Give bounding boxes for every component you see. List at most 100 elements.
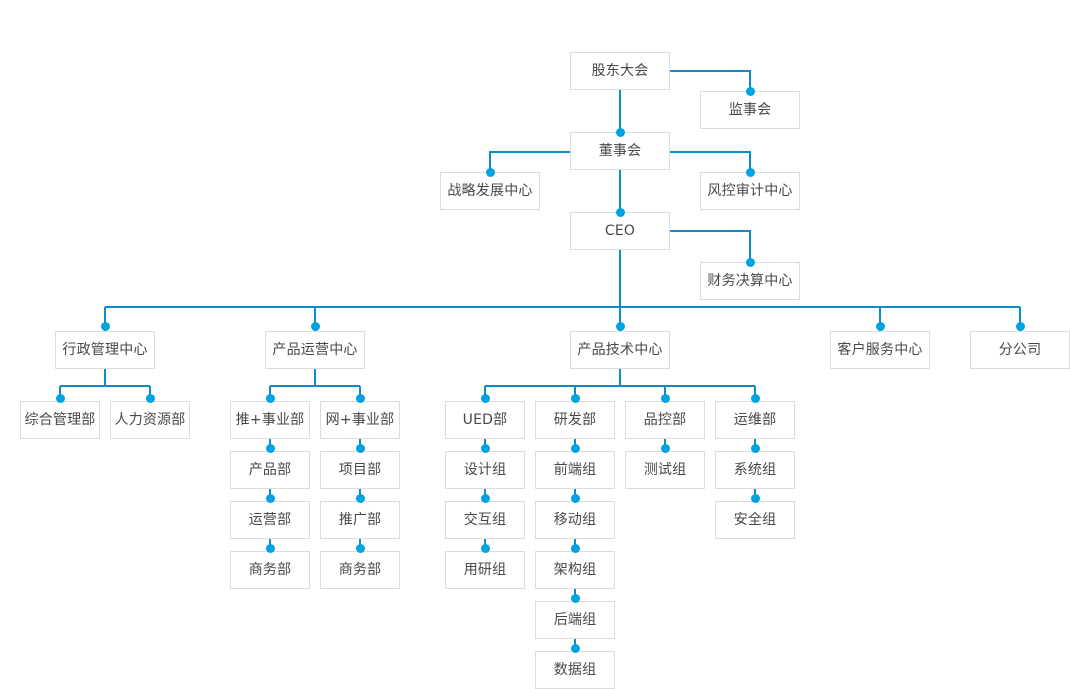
org-node-label: 交互组 xyxy=(463,512,507,528)
org-node[interactable]: 股东大会 xyxy=(570,52,670,90)
org-node[interactable]: 财务决算中心 xyxy=(700,262,800,300)
org-node[interactable]: 人力资源部 xyxy=(110,401,190,439)
org-node[interactable]: UED部 xyxy=(445,401,525,439)
connector-dot xyxy=(750,493,760,503)
org-node-label: 股东大会 xyxy=(591,63,649,79)
org-node[interactable]: 董事会 xyxy=(570,132,670,170)
connector-dot xyxy=(355,443,365,453)
org-node[interactable]: 后端组 xyxy=(535,601,615,639)
org-node-label: 产品部 xyxy=(248,462,292,478)
org-node[interactable]: 用研组 xyxy=(445,551,525,589)
org-node-label: 品控部 xyxy=(643,412,687,428)
org-node-label: 财务决算中心 xyxy=(707,273,793,289)
connector-path xyxy=(489,151,570,172)
org-node-label: 产品技术中心 xyxy=(577,342,663,358)
connector-dot xyxy=(745,257,755,267)
org-node-label: 架构组 xyxy=(553,562,597,578)
org-node-label: 风控审计中心 xyxy=(707,183,793,199)
org-node-label: 前端组 xyxy=(553,462,597,478)
connector-dot xyxy=(480,493,490,503)
connector-dot xyxy=(570,493,580,503)
connector-dot xyxy=(355,543,365,553)
org-node-label: 客户服务中心 xyxy=(837,342,923,358)
org-node-label: 商务部 xyxy=(338,562,382,578)
org-node[interactable]: 移动组 xyxy=(535,501,615,539)
connector-dot xyxy=(265,393,275,403)
connector-dot xyxy=(265,493,275,503)
connector-dot xyxy=(355,493,365,503)
org-node[interactable]: 数据组 xyxy=(535,651,615,689)
connector-dot xyxy=(875,321,885,331)
connector-dot xyxy=(615,321,625,331)
org-node[interactable]: 综合管理部 xyxy=(20,401,100,439)
connector-dot xyxy=(570,393,580,403)
org-node[interactable]: 前端组 xyxy=(535,451,615,489)
org-node[interactable]: 项目部 xyxy=(320,451,400,489)
connector-dot xyxy=(1015,321,1025,331)
org-node-label: 数据组 xyxy=(553,662,597,678)
org-node-label: 测试组 xyxy=(643,462,687,478)
org-node[interactable]: 产品部 xyxy=(230,451,310,489)
connector-dot xyxy=(480,543,490,553)
org-node[interactable]: 分公司 xyxy=(970,331,1070,369)
org-node-label: 网+事业部 xyxy=(325,412,395,428)
org-node[interactable]: 品控部 xyxy=(625,401,705,439)
org-node-label: 移动组 xyxy=(553,512,597,528)
org-node[interactable]: 商务部 xyxy=(230,551,310,589)
org-node[interactable]: 设计组 xyxy=(445,451,525,489)
org-node[interactable]: 架构组 xyxy=(535,551,615,589)
org-node-label: 人力资源部 xyxy=(114,412,186,428)
connector-dot xyxy=(570,543,580,553)
org-node[interactable]: 风控审计中心 xyxy=(700,172,800,210)
org-node[interactable]: 研发部 xyxy=(535,401,615,439)
org-node[interactable]: 客户服务中心 xyxy=(830,331,930,369)
connector-path xyxy=(670,151,751,172)
org-node[interactable]: 监事会 xyxy=(700,91,800,129)
org-node-label: 监事会 xyxy=(728,102,772,118)
org-node-label: 综合管理部 xyxy=(24,412,96,428)
org-node[interactable]: 行政管理中心 xyxy=(55,331,155,369)
connector-dot xyxy=(355,393,365,403)
org-node[interactable]: 运维部 xyxy=(715,401,795,439)
org-node[interactable]: 推+事业部 xyxy=(230,401,310,439)
org-node-label: CEO xyxy=(604,223,636,239)
org-node-label: 分公司 xyxy=(998,342,1042,358)
org-node-label: 系统组 xyxy=(733,462,777,478)
org-node[interactable]: 商务部 xyxy=(320,551,400,589)
org-node-label: 后端组 xyxy=(553,612,597,628)
connector-dot xyxy=(570,643,580,653)
org-node[interactable]: 推广部 xyxy=(320,501,400,539)
org-node[interactable]: 系统组 xyxy=(715,451,795,489)
connector-dot xyxy=(615,127,625,137)
org-node-label: 运维部 xyxy=(733,412,777,428)
org-node-label: 用研组 xyxy=(463,562,507,578)
org-node-label: UED部 xyxy=(462,412,508,428)
org-node-label: 运营部 xyxy=(248,512,292,528)
org-node[interactable]: 交互组 xyxy=(445,501,525,539)
connector-dot xyxy=(570,593,580,603)
connector-path xyxy=(670,70,751,91)
connector-dot xyxy=(485,167,495,177)
org-node-label: 推广部 xyxy=(338,512,382,528)
connector-dot xyxy=(480,393,490,403)
org-node[interactable]: 产品技术中心 xyxy=(570,331,670,369)
org-node[interactable]: CEO xyxy=(570,212,670,250)
org-node-label: 董事会 xyxy=(598,143,642,159)
connector-dot xyxy=(660,443,670,453)
org-node[interactable]: 测试组 xyxy=(625,451,705,489)
org-node-label: 产品运营中心 xyxy=(272,342,358,358)
org-node[interactable]: 运营部 xyxy=(230,501,310,539)
org-node[interactable]: 网+事业部 xyxy=(320,401,400,439)
org-node-label: 商务部 xyxy=(248,562,292,578)
connector-dot xyxy=(750,443,760,453)
connector-path xyxy=(670,230,751,262)
connector-dot xyxy=(310,321,320,331)
org-node-label: 设计组 xyxy=(463,462,507,478)
org-node-label: 安全组 xyxy=(733,512,777,528)
connector-dot xyxy=(570,443,580,453)
org-node[interactable]: 安全组 xyxy=(715,501,795,539)
connector-dot xyxy=(745,167,755,177)
org-node[interactable]: 战略发展中心 xyxy=(440,172,540,210)
org-node[interactable]: 产品运营中心 xyxy=(265,331,365,369)
